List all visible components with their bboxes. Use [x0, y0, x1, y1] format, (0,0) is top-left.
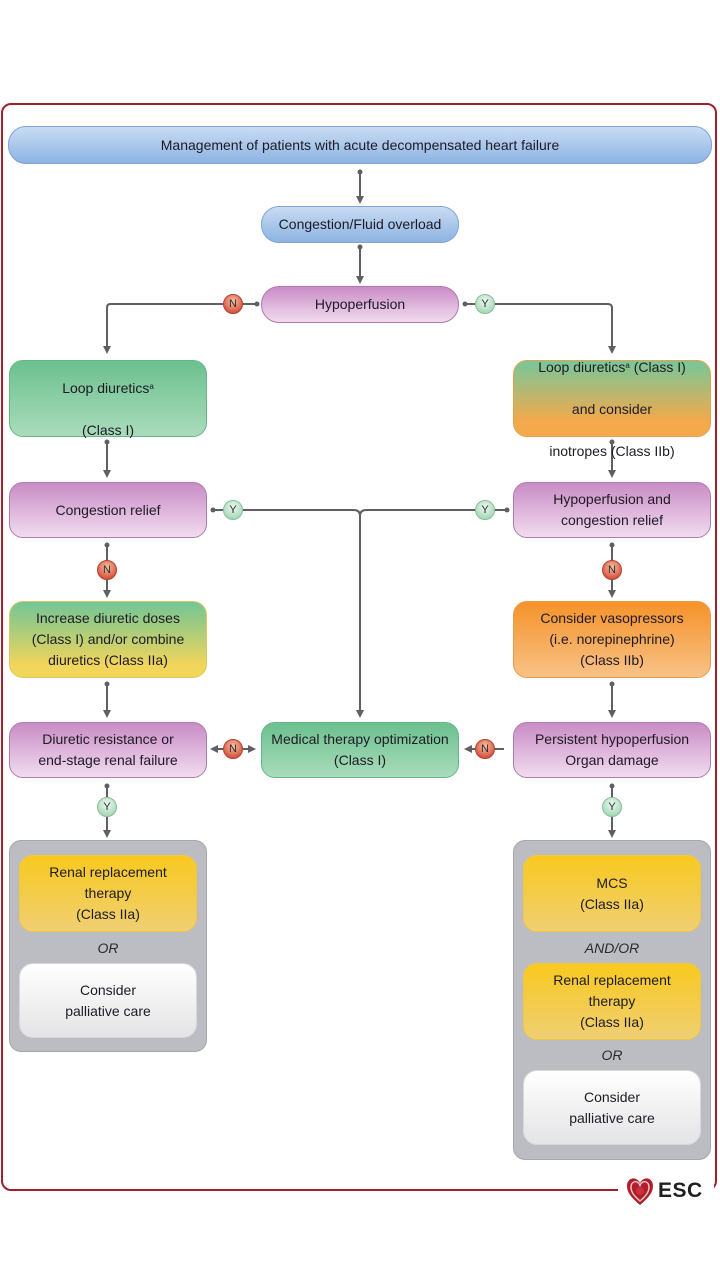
- no-badge: N: [97, 560, 117, 580]
- no-badge: N: [475, 739, 495, 759]
- logo-text: ESC: [658, 1179, 703, 1202]
- rrt-left-node: Renal replacement therapy (Class IIa): [19, 855, 197, 932]
- yes-badge: Y: [475, 500, 495, 520]
- vasopressors-node: Consider vasopressors (i.e. norepinephri…: [513, 601, 711, 678]
- palliative-left-node: Consider palliative care: [19, 963, 197, 1038]
- edge-hypo-yes: [466, 303, 616, 354]
- loop-diuretics-left-node: Loop diureticsa (Class I): [9, 360, 207, 438]
- edge-relief-yes-merge: [213, 509, 507, 517]
- hypoperfusion-congestion-relief-node: Hypoperfusion and congestion relief: [513, 482, 711, 538]
- loop-right-line2: and consider: [571, 400, 653, 417]
- rrt-right-node: Renal replacement therapy (Class IIa): [523, 963, 701, 1040]
- and-or-label: AND/OR: [584, 940, 640, 956]
- esc-logo: ESC: [626, 1176, 703, 1206]
- no-badge: N: [223, 294, 243, 314]
- footnote-marker: a: [149, 381, 154, 391]
- yes-badge: Y: [97, 797, 117, 817]
- yes-badge: Y: [223, 500, 243, 520]
- diuretic-resistance-node: Diuretic resistance or end-stage renal f…: [9, 722, 207, 778]
- loop-left-text: Loop diuretics: [62, 379, 150, 396]
- hypoperfusion-node: Hypoperfusion: [261, 286, 459, 323]
- diagram-frame: [1, 103, 717, 1191]
- no-badge: N: [223, 739, 243, 759]
- mcs-node: MCS (Class IIa): [523, 855, 701, 932]
- yes-badge: Y: [475, 294, 495, 314]
- or-right-label: OR: [601, 1047, 623, 1063]
- footnote-marker: a: [625, 360, 630, 370]
- loop-right-line3: inotropes (Class IIb): [549, 442, 675, 459]
- palliative-right-node: Consider palliative care: [523, 1070, 701, 1145]
- loop-left-class: (Class I): [81, 421, 135, 438]
- increase-diuretic-node: Increase diuretic doses (Class I) and/or…: [9, 601, 207, 678]
- persistent-hypoperfusion-node: Persistent hypoperfusion Organ damage: [513, 722, 711, 778]
- congestion-relief-node: Congestion relief: [9, 482, 207, 538]
- title-node: Management of patients with acute decomp…: [8, 126, 712, 164]
- yes-badge: Y: [602, 797, 622, 817]
- loop-right-text: Loop diuretics: [538, 358, 626, 375]
- heart-icon: [627, 1178, 653, 1205]
- edge-hypo-no: [103, 303, 256, 354]
- medical-therapy-node: Medical therapy optimization (Class I): [261, 722, 459, 778]
- congestion-node: Congestion/Fluid overload: [261, 206, 459, 243]
- loop-diuretics-right-node: Loop diureticsa (Class I) and consider i…: [513, 358, 711, 459]
- no-badge: N: [602, 560, 622, 580]
- loop-right-class: (Class I): [629, 358, 686, 375]
- or-left-label: OR: [97, 940, 119, 956]
